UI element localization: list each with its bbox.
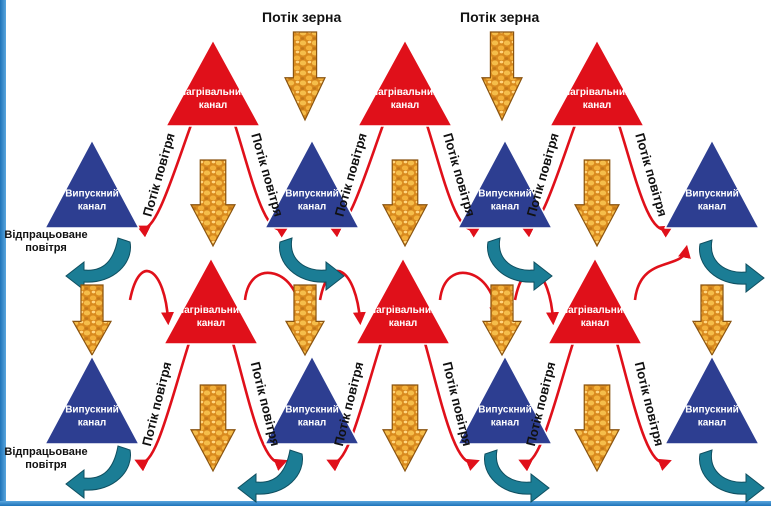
exhaust-channel-top-3-label: канал	[491, 201, 520, 212]
air-arch-6	[635, 250, 686, 300]
grain-arrow-mid-1	[191, 160, 235, 246]
exhaust-channel-bottom-2-label: канал	[298, 417, 327, 428]
exhaust-channel-bottom-4-label: канал	[698, 417, 727, 428]
exhaust-channel-bottom-1-label: канал	[78, 417, 107, 428]
heating-channel-top-1-label: канал	[199, 100, 228, 111]
heating-channel-bottom-3-label: канал	[581, 318, 610, 329]
heating-channel-bottom-2-label: Нагрівальний	[369, 305, 437, 316]
spent-air-arrow-7	[484, 450, 549, 502]
exhaust-channel-bottom-1-shape	[45, 356, 139, 444]
heating-channel-top-3-label: канал	[583, 100, 612, 111]
exhaust-channel-top-4-label: Випускний	[685, 188, 739, 199]
heating-channel-bottom-1-label: канал	[197, 318, 226, 329]
spent-air-arrow-5	[66, 446, 131, 498]
air-flow-label-bot-right-2: Потік повітря	[440, 360, 475, 447]
exhaust-channel-top-1-label: канал	[78, 201, 107, 212]
exhaust-channel-bottom-3-label: канал	[491, 417, 520, 428]
grain-arrow-side-4	[693, 285, 731, 355]
heating-channel-bottom-1-shape	[164, 258, 258, 344]
exhaust-channel-top-2-label: Випускний	[285, 188, 339, 199]
heating-channel-top-1-label: Нагрівальний	[179, 87, 247, 98]
exhaust-channel-top-2-label: канал	[298, 201, 327, 212]
heating-channel-top-1-shape	[166, 40, 260, 126]
heating-channel-bottom-3-shape	[548, 258, 642, 344]
heating-channel-bottom-3-label: Нагрівальний	[561, 305, 629, 316]
exhaust-channel-top-1-shape	[45, 140, 139, 228]
heating-channel-top-2-shape	[358, 40, 452, 126]
exhaust-channel-top-1-label: Випускний	[65, 188, 119, 199]
spent-air-arrow-8	[699, 450, 764, 502]
grain-arrow-top-1	[285, 32, 325, 120]
air-flow-label-bot-left-1: Потік повітря	[139, 360, 174, 447]
heating-channel-bottom-2: Нагрівальний канал	[356, 258, 450, 344]
exhaust-channel-bottom-3-label: Випускний	[478, 404, 532, 415]
heating-channel-top-2-label: канал	[391, 100, 420, 111]
heating-channel-bottom-3: Нагрівальний канал	[548, 258, 642, 344]
heating-channel-bottom-2-shape	[356, 258, 450, 344]
air-arch-1	[130, 271, 168, 320]
heating-channel-bottom-1: Нагрівальний канал	[164, 258, 258, 344]
grain-arrow-bot-2	[383, 385, 427, 471]
air-flow-label-bot-right-1: Потік повітря	[248, 360, 283, 447]
exhaust-channel-top-4: Випускний канал	[665, 140, 759, 228]
exhaust-channel-bottom-4-label: Випускний	[685, 404, 739, 415]
air-flow-label-top-right-3: Потік повітря	[632, 131, 670, 218]
grain-arrow-top-2	[482, 32, 522, 120]
heating-channel-top-3: Нагрівальний канал	[550, 40, 644, 126]
heating-channel-top-3-shape	[550, 40, 644, 126]
exhaust-channel-bottom-4-shape	[665, 356, 759, 444]
heating-channel-bottom-1-label: Нагрівальний	[177, 305, 245, 316]
exhaust-channel-top-1: Випускний канал	[45, 140, 139, 228]
exhaust-channel-bottom-4: Випускний канал	[665, 356, 759, 444]
heating-channel-top-1: Нагрівальний канал	[166, 40, 260, 126]
grain-arrow-bot-3	[575, 385, 619, 471]
heating-channel-top-2-label: Нагрівальний	[371, 87, 439, 98]
grain-arrow-side-2	[286, 285, 324, 355]
air-arch-4	[440, 273, 496, 315]
air-flow-label-top-right-2: Потік повітря	[440, 131, 478, 218]
spent-air-arrow-4	[699, 240, 764, 292]
heating-channel-top-3-label: Нагрівальний	[563, 87, 631, 98]
heating-channel-top-2: Нагрівальний канал	[358, 40, 452, 126]
exhaust-channel-bottom-1-label: Випускний	[65, 404, 119, 415]
air-flow-label-top-right-1: Потік повітря	[248, 131, 286, 218]
air-arch-2	[245, 273, 300, 315]
spent-air-arrow-1	[66, 238, 131, 290]
air-flow-label-bot-right-3: Потік повітря	[632, 360, 667, 447]
exhaust-channel-top-4-shape	[665, 140, 759, 228]
heating-channel-bottom-2-label: канал	[389, 318, 418, 329]
grain-arrow-mid-2	[383, 160, 427, 246]
exhaust-channel-top-4-label: канал	[698, 201, 727, 212]
exhaust-channel-bottom-1: Випускний канал	[45, 356, 139, 444]
grain-arrow-mid-3	[575, 160, 619, 246]
exhaust-channel-top-3-label: Випускний	[478, 188, 532, 199]
exhaust-channel-bottom-2-label: Випускний	[285, 404, 339, 415]
grain-arrow-bot-1	[191, 385, 235, 471]
grain-arrow-side-1	[73, 285, 111, 355]
